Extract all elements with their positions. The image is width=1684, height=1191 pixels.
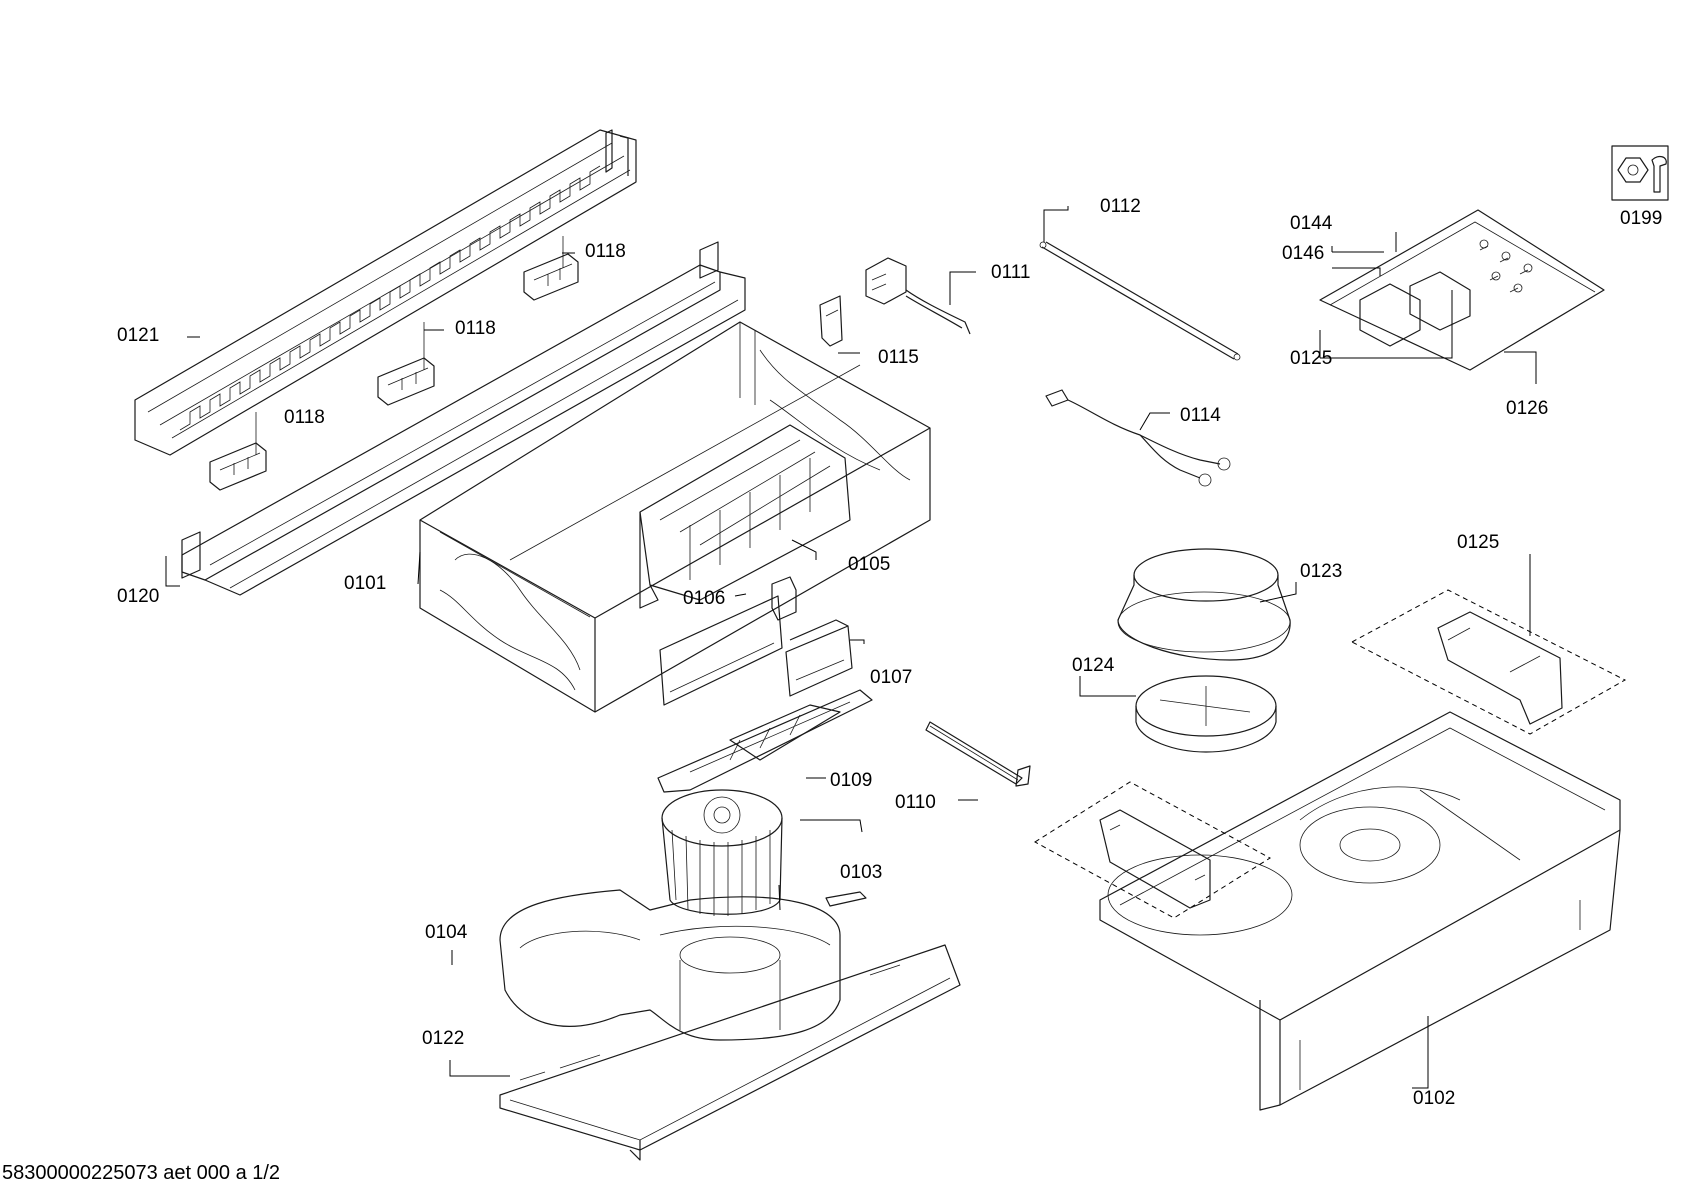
label-0199: 0199: [1620, 208, 1662, 229]
label-0122: 0122: [422, 1028, 464, 1049]
label-0146: 0146: [1282, 243, 1324, 264]
label-0109: 0109: [830, 770, 872, 791]
part-0118-clip-a: [523, 236, 579, 301]
label-0124: 0124: [1072, 655, 1115, 676]
part-0118-clip-b: [377, 322, 435, 406]
part-0104-fan-housing: [499, 889, 841, 1041]
label-0121: 0121: [117, 325, 159, 346]
label-0102: 0102: [1413, 1088, 1455, 1109]
label-0115: 0115: [878, 347, 919, 368]
label-0118-b: 0118: [455, 318, 496, 339]
label-0125-upper: 0125: [1290, 348, 1332, 369]
label-0110: 0110: [895, 792, 936, 813]
part-0120-channel: [181, 241, 746, 596]
part-0101-housing: [419, 321, 931, 713]
part-0105-duct: [639, 424, 851, 609]
part-0110-bar: [925, 721, 1031, 787]
label-0123: 0123: [1300, 561, 1342, 582]
label-0114: 0114: [1180, 405, 1221, 426]
document-footer: 58300000225073 aet 000 a 1/2: [2, 1162, 280, 1184]
label-0104: 0104: [425, 922, 468, 943]
part-0121-rail: [134, 129, 637, 456]
label-0112: 0112: [1100, 196, 1141, 217]
part-0122-base-plate: [499, 944, 961, 1161]
part-0111-power-plug: [865, 257, 971, 335]
label-0120: 0120: [117, 586, 159, 607]
part-0106-control-board: [659, 576, 797, 706]
part-0102-chassis: [1099, 711, 1621, 1111]
label-0101: 0101: [344, 573, 386, 594]
part-0112-rod: [1039, 241, 1241, 361]
part-0103-blower-wheel: [661, 789, 867, 916]
label-0111: 0111: [991, 262, 1030, 283]
label-0126: 0126: [1506, 398, 1548, 419]
part-0109-tray: [657, 689, 873, 793]
part-0114-wiring: [1045, 389, 1231, 487]
label-0107: 0107: [870, 667, 912, 688]
leader-lines: [165, 206, 1537, 1089]
label-0125-lower: 0125: [1457, 532, 1499, 553]
label-0118-c: 0118: [284, 407, 325, 428]
part-0126-kit-bag: [1319, 209, 1605, 371]
part-0115-bracket: [819, 295, 843, 347]
part-0123-collar: [1117, 548, 1291, 661]
part-0124-ring: [1135, 675, 1277, 753]
part-0107-module: [785, 619, 853, 697]
part-0125-bracket-lower: [1350, 589, 1627, 735]
part-0125-bracket-left: [1034, 781, 1271, 919]
label-0106: 0106: [683, 588, 725, 609]
label-0103: 0103: [840, 862, 882, 883]
part-0118-clip-c: [209, 412, 267, 491]
label-0105: 0105: [848, 554, 890, 575]
wrench-nut-icon: [1611, 145, 1669, 201]
label-0144: 0144: [1290, 213, 1333, 234]
label-0118-a: 0118: [585, 241, 626, 262]
